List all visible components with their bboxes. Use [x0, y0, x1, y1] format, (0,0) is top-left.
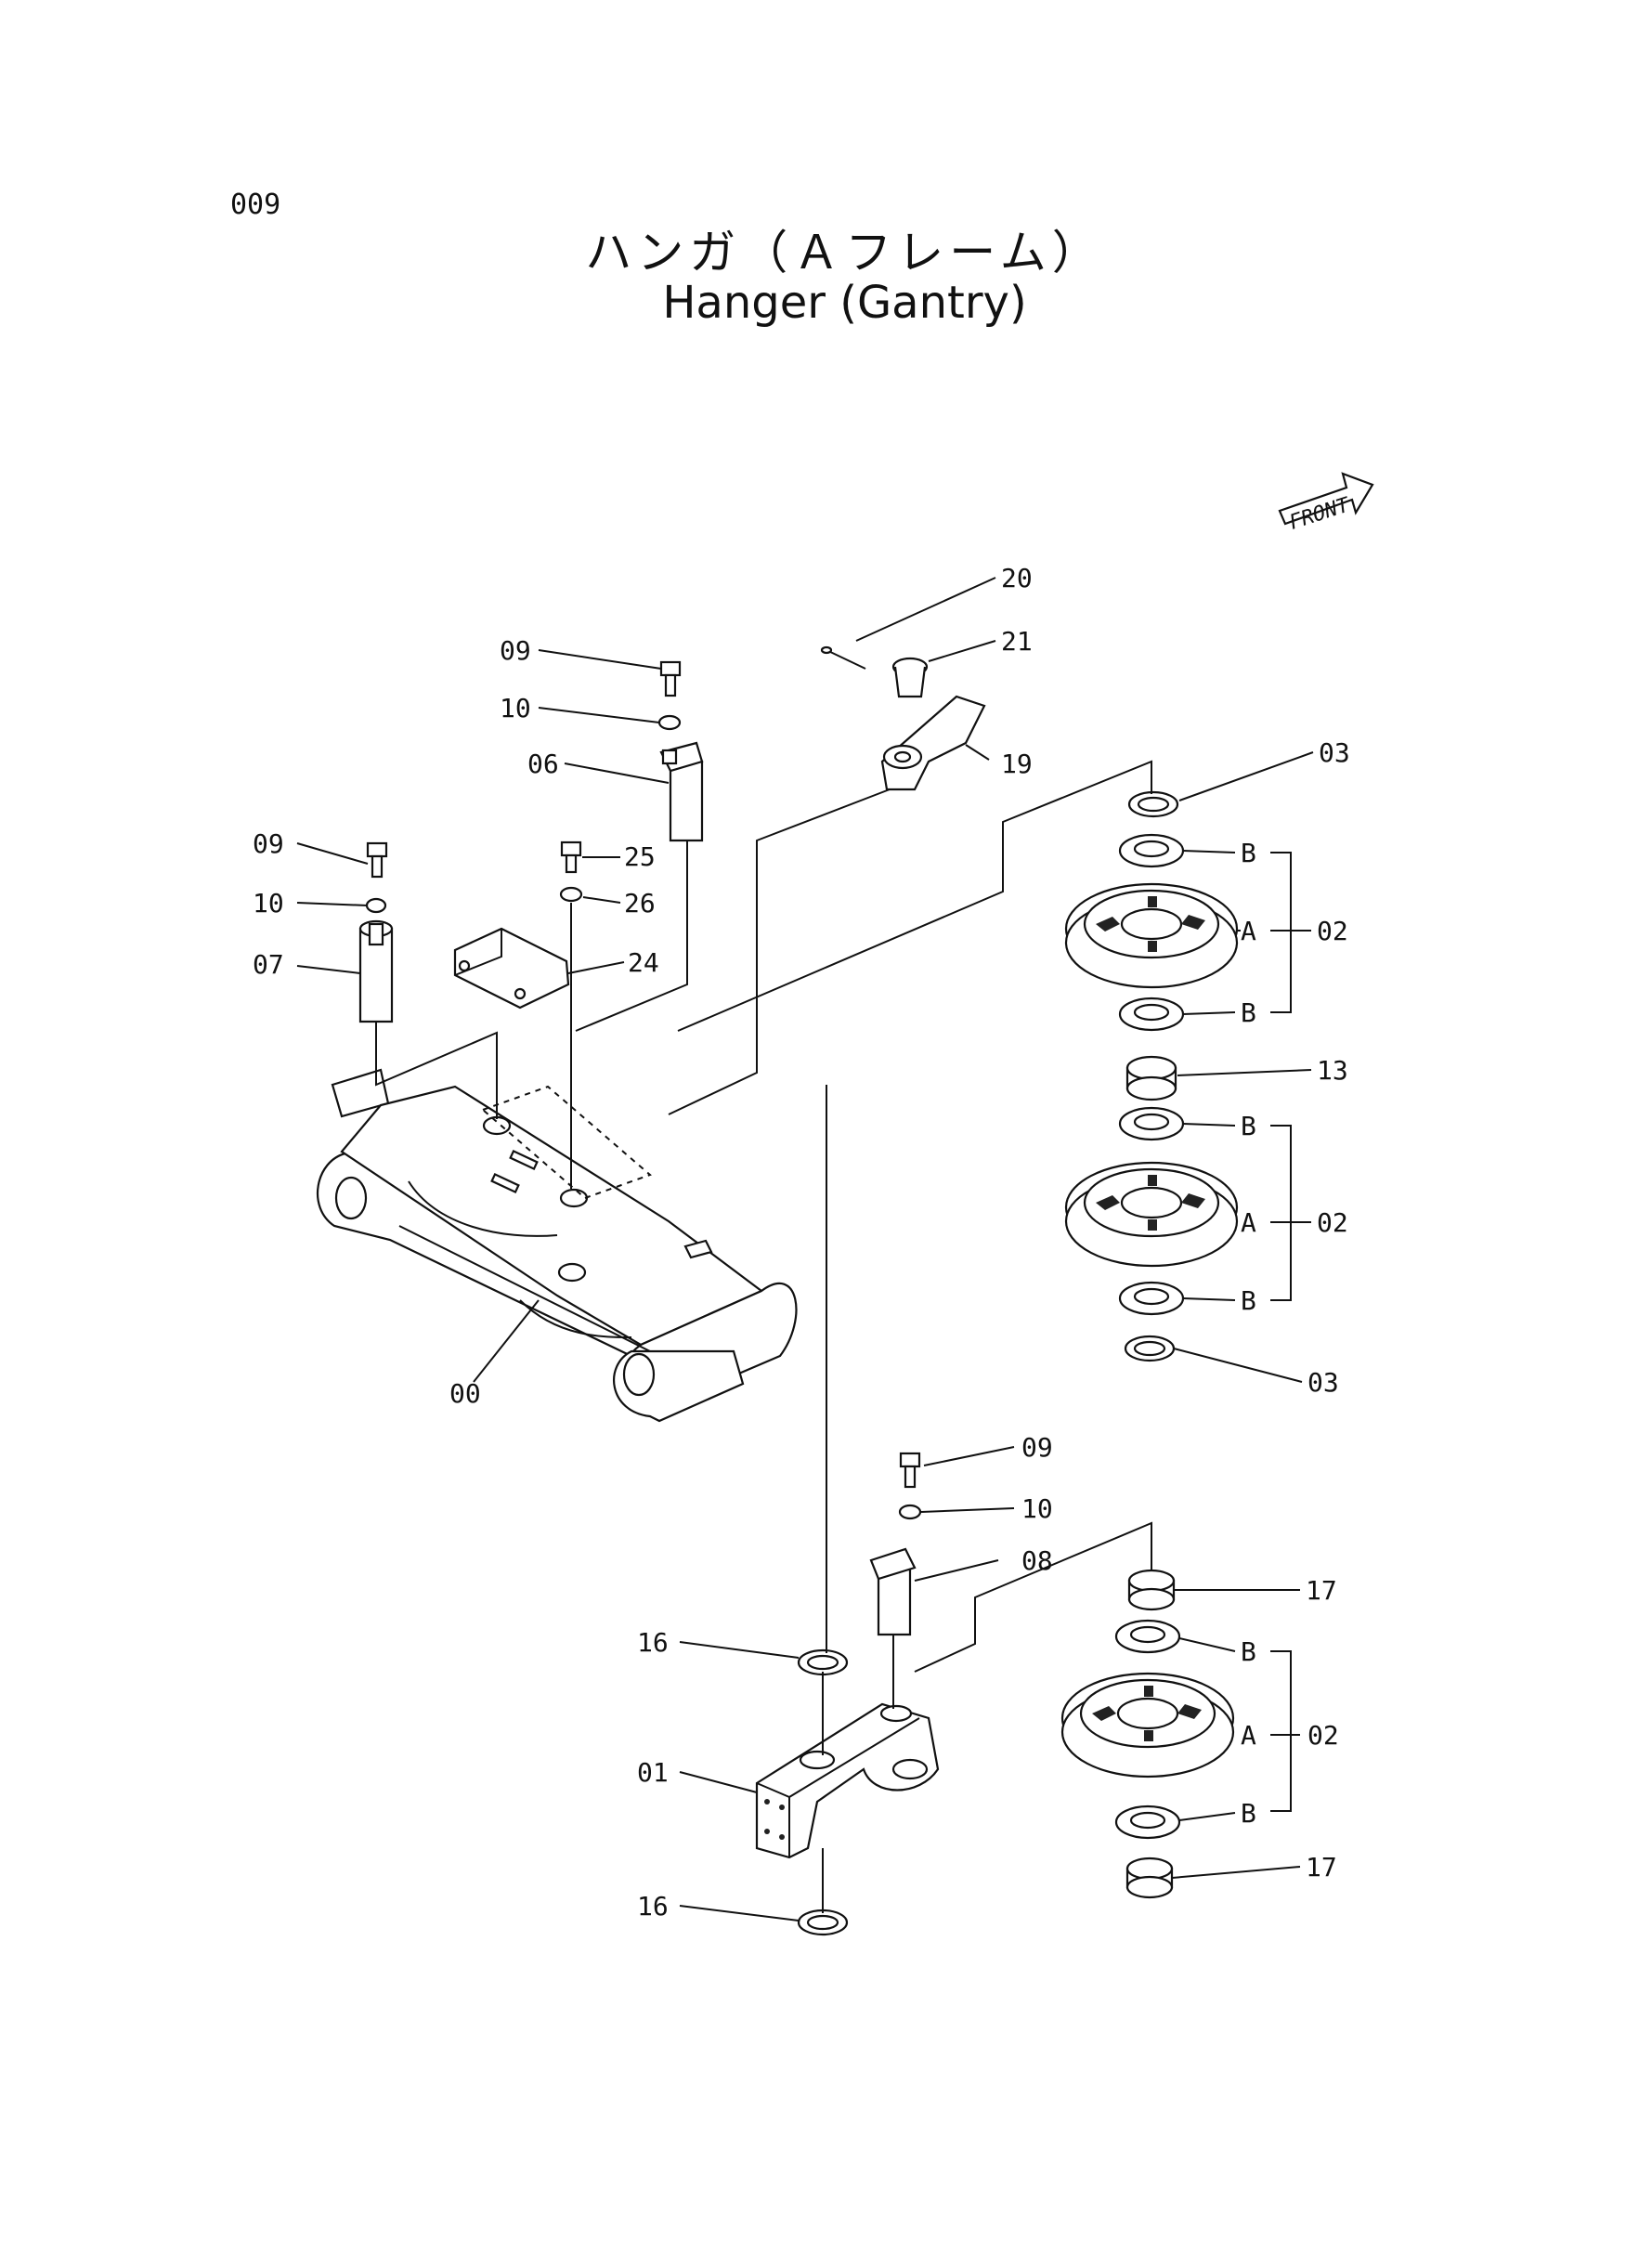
bolt-part-09-left: [366, 841, 388, 879]
label-17-bottom: 17: [1306, 1852, 1337, 1883]
label-02-lower: 02: [1307, 1720, 1339, 1751]
washer-part-10-top: [657, 714, 682, 731]
bearing-part-B3: [1118, 1106, 1185, 1141]
label-10-top: 10: [500, 693, 531, 723]
label-09-left: 09: [253, 828, 284, 859]
leader-lines: [296, 577, 1314, 1922]
title-japanese: ハンガ（Ａフレーム）: [585, 226, 1104, 280]
label-01: 01: [637, 1757, 669, 1788]
label-17-top: 17: [1306, 1575, 1337, 1606]
cotter-pin-part-20: [820, 645, 866, 670]
label-03-bottom: 03: [1307, 1367, 1339, 1398]
bolt-part-09-lower: [899, 1452, 921, 1489]
washer-part-10-left: [365, 897, 387, 914]
label-B3: B: [1241, 1111, 1256, 1141]
bearing-part-B5: [1114, 1619, 1181, 1654]
label-B5: B: [1241, 1636, 1256, 1667]
seal-part-16-top: [797, 1648, 849, 1676]
label-00: 00: [449, 1378, 481, 1409]
label-26: 26: [624, 888, 656, 919]
sheave-part-A2: [1064, 1161, 1239, 1268]
label-09-lower: 09: [1021, 1432, 1053, 1463]
label-A3: A: [1241, 1720, 1256, 1751]
label-10-left: 10: [253, 888, 284, 919]
page-number: 009: [230, 189, 281, 221]
bracket-part-24: [453, 927, 570, 1010]
collar-part-17-top: [1127, 1569, 1176, 1611]
label-B6: B: [1241, 1798, 1256, 1829]
sheave-part-A3: [1060, 1672, 1235, 1778]
sheave-part-A1: [1064, 882, 1239, 989]
seal-part-16-bottom: [797, 1909, 849, 1936]
label-16-bottom: 16: [637, 1891, 669, 1922]
part-labels: 20 21 19 09 10 06 09 10 07 25 26 24 00 0…: [253, 563, 1350, 1922]
label-19: 19: [1001, 749, 1033, 779]
title-english: Hanger (Gantry): [662, 277, 1027, 329]
label-A2: A: [1241, 1207, 1256, 1238]
bolt-part-09-top: [659, 660, 682, 697]
washer-part-26: [559, 886, 583, 903]
label-16-top: 16: [637, 1627, 669, 1658]
bearing-part-B6: [1114, 1804, 1181, 1840]
bracket-part-01: [755, 1702, 940, 1859]
label-02-upper2: 02: [1317, 1207, 1348, 1238]
label-10-lower: 10: [1021, 1493, 1053, 1524]
washer-part-10-lower: [898, 1504, 922, 1520]
bolt-part-25: [560, 840, 582, 874]
label-13: 13: [1317, 1055, 1348, 1086]
label-03-top: 03: [1319, 737, 1350, 768]
bearing-part-B2: [1118, 997, 1185, 1032]
front-arrow-icon: FRONT: [1278, 472, 1374, 535]
collar-part-17-bottom: [1125, 1857, 1174, 1899]
pin-part-07: [358, 919, 394, 1023]
label-06: 06: [527, 749, 559, 779]
bearing-part-B4: [1118, 1281, 1185, 1316]
pin-part-08: [869, 1547, 917, 1636]
seal-part-03-bottom: [1124, 1335, 1176, 1362]
collar-part-13: [1125, 1055, 1177, 1101]
assembly-lines: [375, 760, 1152, 1913]
label-08: 08: [1021, 1545, 1053, 1576]
bearing-part-B1: [1118, 833, 1185, 868]
label-20: 20: [1001, 563, 1033, 593]
label-B4: B: [1241, 1285, 1256, 1316]
label-21: 21: [1001, 626, 1033, 657]
stopper-part-19: [880, 695, 986, 791]
label-B1: B: [1241, 838, 1256, 868]
pin-part-21: [891, 657, 929, 698]
seal-part-03-top: [1127, 790, 1179, 818]
label-09-top: 09: [500, 635, 531, 666]
label-B2: B: [1241, 997, 1256, 1028]
hanger-frame-part: [317, 1068, 798, 1423]
label-07: 07: [253, 949, 284, 980]
label-24: 24: [628, 947, 659, 978]
label-A1: A: [1241, 916, 1256, 946]
label-02-upper1: 02: [1317, 916, 1348, 946]
pin-part-06: [659, 741, 704, 842]
label-25: 25: [624, 841, 656, 872]
